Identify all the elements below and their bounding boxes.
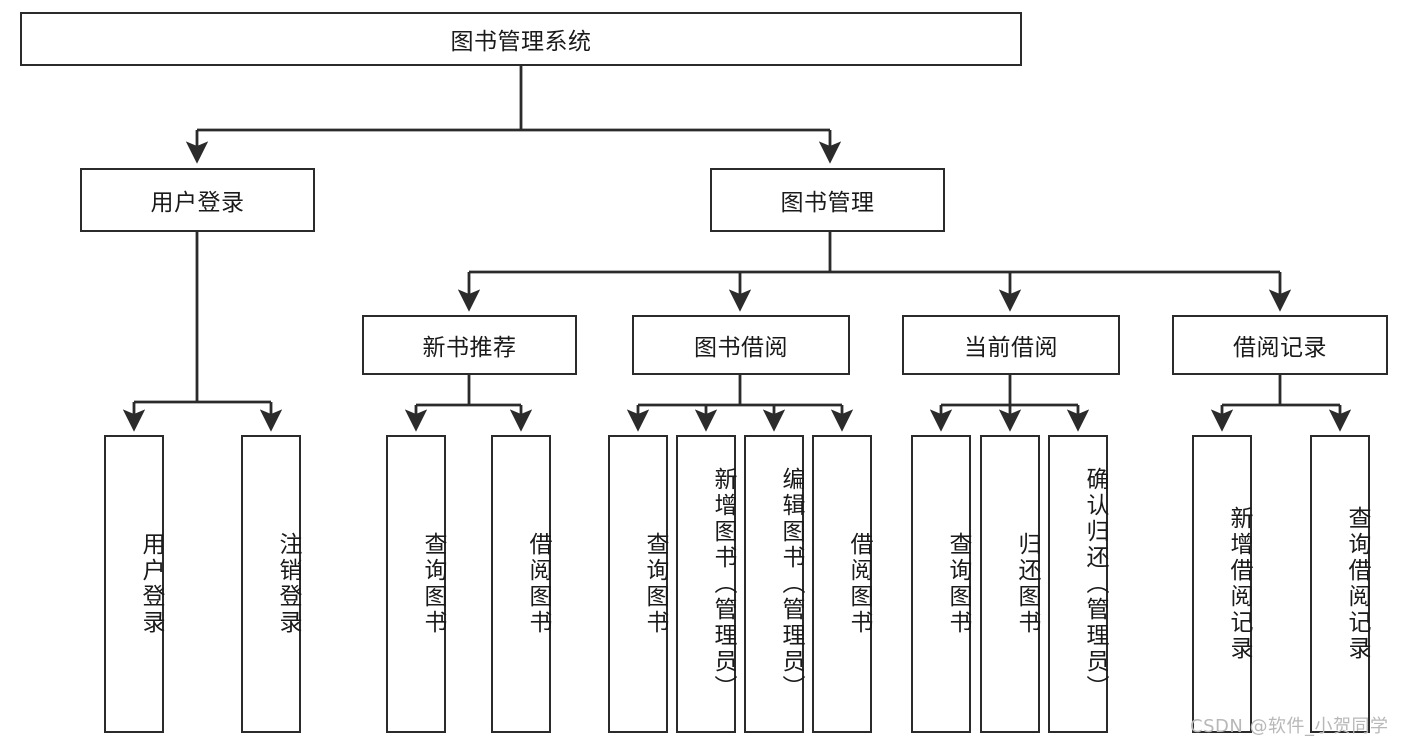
node-user-login[interactable]: 用户登录 <box>80 168 315 232</box>
leaf-borrow-book[interactable]: 借阅图书 <box>812 435 872 733</box>
leaf-user-login[interactable]: 用户登录 <box>104 435 164 733</box>
node-label: 新书推荐 <box>422 335 517 361</box>
leaf-add-book-admin[interactable]: 新增图书（管理员） <box>676 435 736 733</box>
leaf-borrow-book-recommend[interactable]: 借阅图书 <box>491 435 551 733</box>
leaf-return-book[interactable]: 归还图书 <box>980 435 1040 733</box>
leaf-logout[interactable]: 注销登录 <box>241 435 301 733</box>
node-current-borrow[interactable]: 当前借阅 <box>902 315 1120 375</box>
node-book-borrow[interactable]: 图书借阅 <box>632 315 850 375</box>
leaf-query-book-borrow[interactable]: 查询图书 <box>608 435 668 733</box>
node-label: 查询借阅记录 <box>1344 506 1370 662</box>
node-label: 借阅图书 <box>846 532 872 636</box>
node-label: 查询图书 <box>945 532 971 636</box>
node-book-management[interactable]: 图书管理 <box>710 168 945 232</box>
node-label: 归还图书 <box>1014 532 1040 636</box>
node-borrow-record[interactable]: 借阅记录 <box>1172 315 1388 375</box>
node-label: 查询图书 <box>420 532 446 636</box>
leaf-query-book-current[interactable]: 查询图书 <box>911 435 971 733</box>
node-label: 注销登录 <box>275 532 301 636</box>
node-label: 图书管理 <box>780 190 875 216</box>
leaf-query-borrow-record[interactable]: 查询借阅记录 <box>1310 435 1370 733</box>
leaf-confirm-return-admin[interactable]: 确认归还（管理员） <box>1048 435 1108 733</box>
node-label: 当前借阅 <box>964 335 1058 361</box>
leaf-query-book-recommend[interactable]: 查询图书 <box>386 435 446 733</box>
node-label: 用户登录 <box>150 190 245 216</box>
node-label: 新增图书（管理员） <box>710 467 736 701</box>
node-root-system[interactable]: 图书管理系统 <box>20 12 1022 66</box>
node-label: 新增借阅记录 <box>1226 506 1252 662</box>
node-label: 借阅记录 <box>1233 335 1327 361</box>
leaf-add-borrow-record[interactable]: 新增借阅记录 <box>1192 435 1252 733</box>
node-label: 查询图书 <box>642 532 668 636</box>
csdn-watermark: CSDN @软件_小贺同学 <box>1190 716 1389 737</box>
leaf-edit-book-admin[interactable]: 编辑图书（管理员） <box>744 435 804 733</box>
node-label: 图书管理系统 <box>450 29 592 55</box>
node-label: 编辑图书（管理员） <box>778 467 804 701</box>
node-label: 用户登录 <box>138 532 164 636</box>
node-label: 确认归还（管理员） <box>1082 467 1108 701</box>
node-label: 图书借阅 <box>694 335 788 361</box>
node-label: 借阅图书 <box>525 532 551 636</box>
node-new-book-recommend[interactable]: 新书推荐 <box>362 315 577 375</box>
